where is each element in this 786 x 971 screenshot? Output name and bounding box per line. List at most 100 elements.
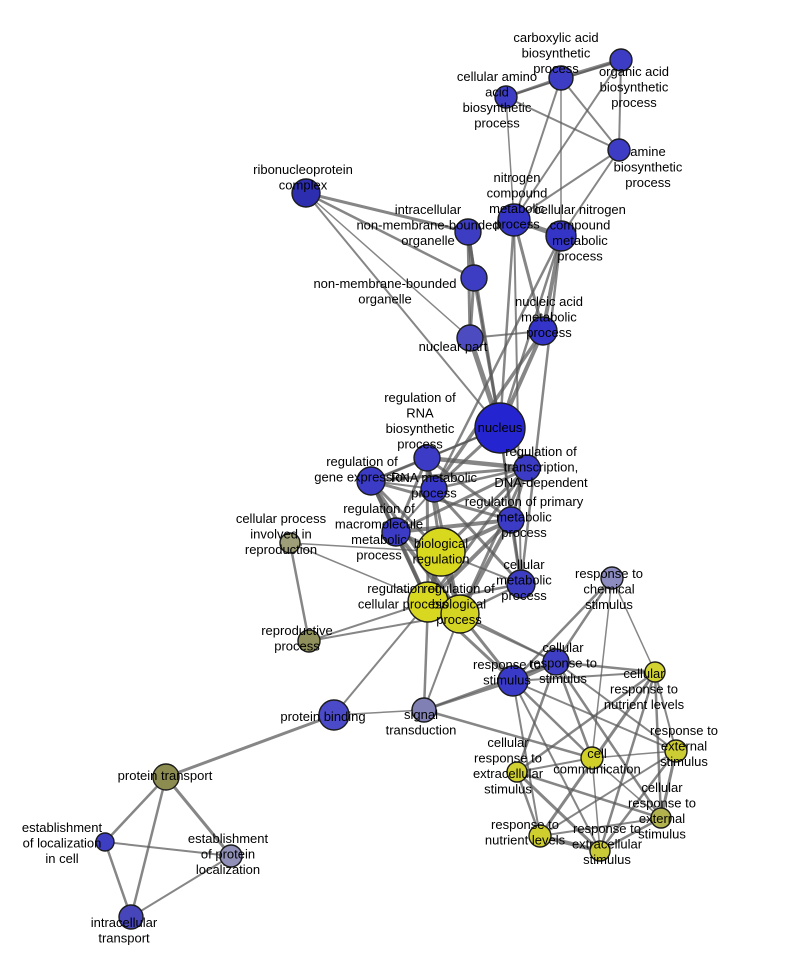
edge-cell-communication--signal-transduction[interactable] — [422, 708, 594, 760]
edge-cellular-response-to-stimulus--cellular-response-to-nutrient-levels[interactable] — [554, 660, 657, 674]
edge-cell-communication--cellular-response-to-external-stimulus[interactable] — [591, 757, 662, 819]
node-response-to-nutrient-levels[interactable] — [528, 824, 552, 848]
node-signal-transduction[interactable] — [411, 697, 437, 723]
node-response-to-extracellular-stimulus[interactable] — [589, 840, 611, 862]
node-nitrogen-compound-metabolic-process[interactable] — [497, 203, 531, 237]
node-intracellular-transport[interactable] — [118, 904, 144, 930]
edge-amine-biosynthetic-process--nitrogen-compound-metabolic-process[interactable] — [513, 149, 620, 221]
node-regulation-of-rna-biosynthetic-process[interactable] — [413, 444, 441, 472]
edge-nitrogen-compound-metabolic-process--nucleus[interactable] — [498, 218, 516, 430]
node-establishment-of-localization-in-cell[interactable] — [95, 832, 115, 852]
edge-nitrogen-compound-metabolic-process--nucleic-acid-metabolic-process[interactable] — [512, 218, 545, 333]
edge-ribonucleoprotein-complex--nuclear-part[interactable] — [305, 192, 471, 339]
edge-cellular-response-to-nutrient-levels--cellular-response-to-extracellular-stimulus[interactable] — [515, 670, 657, 774]
edge-regulation-of-transcription-dna-dependent--regulation-of-gene-expression[interactable] — [369, 466, 529, 483]
edge-amine-biosynthetic-process--cellular-nitrogen-compound-metabolic-process[interactable] — [560, 149, 620, 237]
edge-establishment-of-localization-in-cell--establishment-of-protein-localization[interactable] — [104, 841, 232, 857]
node-cellular-process-involved-in-reproduction[interactable] — [279, 532, 301, 554]
node-carboxylic-acid-biosynthetic-process[interactable] — [548, 65, 574, 91]
node-protein-transport[interactable] — [152, 763, 180, 791]
node-regulation-of-primary-metabolic-process[interactable] — [497, 506, 525, 534]
node-response-to-stimulus[interactable] — [497, 665, 529, 697]
edge-cellular-amino-acid-biosynthetic-process--amine-biosynthetic-process[interactable] — [505, 96, 620, 151]
edge-cellular-amino-acid-biosynthetic-process--nitrogen-compound-metabolic-process[interactable] — [505, 96, 515, 221]
edge-response-to-chemical-stimulus--response-to-stimulus[interactable] — [511, 576, 614, 683]
node-response-to-external-stimulus[interactable] — [664, 739, 688, 763]
node-establishment-of-protein-localization[interactable] — [219, 844, 243, 868]
edge-cellular-response-to-extracellular-stimulus--cell-communication[interactable] — [516, 757, 593, 773]
node-rna-metabolic-process[interactable] — [420, 475, 448, 503]
node-ribonucleoprotein-complex[interactable] — [291, 178, 321, 208]
edge-organic-acid-biosynthetic-process--amine-biosynthetic-process[interactable] — [618, 59, 622, 151]
edge-response-to-stimulus--response-to-nutrient-levels[interactable] — [512, 680, 541, 837]
node-reproductive-process[interactable] — [297, 629, 321, 653]
node-cellular-amino-acid-biosynthetic-process[interactable] — [494, 85, 518, 109]
edge-cellular-response-to-nutrient-levels--response-to-external-stimulus[interactable] — [654, 671, 677, 752]
node-response-to-chemical-stimulus[interactable] — [600, 566, 624, 590]
edge-protein-transport--establishment-of-protein-localization[interactable] — [164, 775, 233, 858]
node-regulation-of-biological-process[interactable] — [440, 594, 480, 634]
edge-ribonucleoprotein-complex--nucleus[interactable] — [305, 192, 501, 429]
edge-establishment-of-protein-localization--intracellular-transport[interactable] — [130, 855, 232, 918]
node-cellular-response-to-external-stimulus[interactable] — [650, 807, 672, 829]
node-nucleic-acid-metabolic-process[interactable] — [528, 316, 558, 346]
node-regulation-of-gene-expression[interactable] — [356, 466, 386, 496]
edge-carboxylic-acid-biosynthetic-process--amine-biosynthetic-process[interactable] — [560, 77, 620, 151]
edge-cellular-response-to-nutrient-levels--cellular-response-to-external-stimulus[interactable] — [653, 670, 663, 820]
edge-regulation-of-transcription-dna-dependent--regulation-of-macromolecule-metabolic-process[interactable] — [394, 466, 529, 534]
edge-response-to-stimulus--response-to-extracellular-stimulus[interactable] — [512, 680, 601, 852]
edge-protein-transport--establishment-of-localization-in-cell[interactable] — [103, 775, 168, 844]
edge-response-to-chemical-stimulus--cellular-response-to-stimulus[interactable] — [554, 576, 614, 664]
edge-cell-communication--response-to-extracellular-stimulus[interactable] — [591, 757, 601, 852]
node-intracellular-non-membrane-bounded-organelle[interactable] — [454, 218, 482, 246]
edge-cellular-response-to-extracellular-stimulus--response-to-extracellular-stimulus[interactable] — [515, 770, 602, 853]
edge-regulation-of-rna-biosynthetic-process--regulation-of-transcription-dna-dependent[interactable] — [424, 455, 530, 471]
edge-reproductive-process--regulation-of-cellular-process[interactable] — [308, 601, 429, 642]
edge-cellular-response-to-external-stimulus--response-to-extracellular-stimulus[interactable] — [598, 816, 663, 853]
node-protein-binding[interactable] — [318, 699, 350, 731]
node-cellular-response-to-extracellular-stimulus[interactable] — [506, 761, 528, 783]
edge-ribonucleoprotein-complex--non-membrane-bounded-organelle[interactable] — [304, 191, 476, 280]
node-cell-communication[interactable] — [580, 746, 604, 770]
node-organic-acid-biosynthetic-process[interactable] — [609, 48, 633, 72]
node-cellular-response-to-stimulus[interactable] — [542, 648, 570, 676]
edge-regulation-of-cellular-process--protein-binding[interactable] — [333, 601, 429, 716]
edge-cellular-process-involved-in-reproduction--reproductive-process[interactable] — [288, 541, 311, 643]
node-biological-regulation[interactable] — [416, 527, 466, 577]
edge-response-to-stimulus--cell-communication[interactable] — [511, 679, 594, 760]
edge-organic-acid-biosynthetic-process--nitrogen-compound-metabolic-process[interactable] — [513, 59, 622, 221]
edge-establishment-of-localization-in-cell--intracellular-transport[interactable] — [103, 840, 133, 919]
edge-ribonucleoprotein-complex--intracellular-non-membrane-bounded-organelle[interactable] — [304, 191, 470, 234]
edge-regulation-of-macromolecule-metabolic-process--regulation-of-primary-metabolic-process[interactable] — [394, 518, 513, 534]
edge-response-to-external-stimulus--cell-communication[interactable] — [591, 750, 677, 759]
node-amine-biosynthetic-process[interactable] — [607, 138, 631, 162]
edge-cellular-response-to-external-stimulus--response-to-nutrient-levels[interactable] — [539, 817, 662, 837]
edge-regulation-of-transcription-dna-dependent--rna-metabolic-process[interactable] — [432, 466, 529, 491]
edge-carboxylic-acid-biosynthetic-process--nitrogen-compound-metabolic-process[interactable] — [513, 77, 562, 221]
edge-protein-binding--protein-transport[interactable] — [164, 713, 336, 779]
node-cellular-nitrogen-compound-metabolic-process[interactable] — [545, 220, 577, 252]
edge-cellular-response-to-stimulus--cellular-response-to-extracellular-stimulus[interactable] — [515, 660, 558, 774]
node-nuclear-part[interactable] — [456, 324, 484, 352]
edge-response-to-chemical-stimulus--cell-communication[interactable] — [591, 577, 613, 759]
edge-cellular-response-to-extracellular-stimulus--cellular-response-to-external-stimulus[interactable] — [515, 770, 663, 820]
edge-cellular-response-to-nutrient-levels--response-to-extracellular-stimulus[interactable] — [598, 670, 657, 853]
node-cellular-response-to-nutrient-levels[interactable] — [644, 661, 666, 683]
node-cellular-metabolic-process[interactable] — [506, 569, 536, 599]
edge-response-to-chemical-stimulus--cellular-response-to-nutrient-levels[interactable] — [611, 577, 656, 673]
node-regulation-of-transcription-dna-dependent[interactable] — [513, 454, 541, 482]
edge-response-to-external-stimulus--response-to-extracellular-stimulus[interactable] — [598, 749, 678, 853]
edge-response-to-stimulus--cellular-response-to-nutrient-levels[interactable] — [512, 671, 656, 682]
edge-response-to-external-stimulus--response-to-nutrient-levels[interactable] — [539, 750, 677, 837]
edge-cellular-process-involved-in-reproduction--biological-regulation[interactable] — [289, 542, 442, 553]
node-regulation-of-macromolecule-metabolic-process[interactable] — [381, 517, 411, 547]
node-nucleus[interactable] — [474, 402, 526, 454]
edge-cellular-nitrogen-compound-metabolic-process--cellular-metabolic-process[interactable] — [519, 234, 563, 586]
node-non-membrane-bounded-organelle[interactable] — [460, 264, 488, 292]
node-label-nuclear-part: nuclear part — [419, 339, 488, 354]
